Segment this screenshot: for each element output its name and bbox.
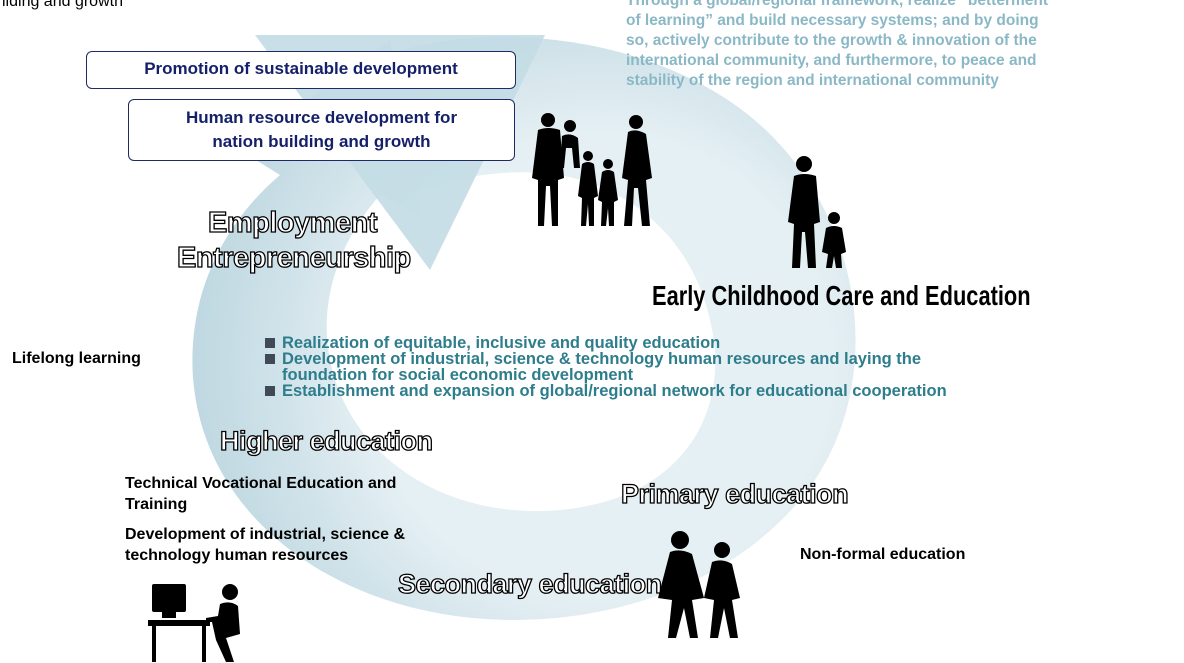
bullet-square-icon <box>265 386 275 396</box>
human-resource-box: Human resource development for nation bu… <box>128 99 515 161</box>
top-left-text: ilding and growth <box>2 0 422 12</box>
parent-child-silhouette-icon <box>788 156 846 268</box>
bullet-square-icon <box>265 338 275 348</box>
vision-line: so, actively contribute to the growth & … <box>626 32 1037 49</box>
goals-list: Realization of equitable, inclusive and … <box>265 335 1125 399</box>
industrial-line: technology human resources <box>125 547 349 564</box>
stage-higher-education: Higher education <box>219 425 433 456</box>
industrial-line: Development of industrial, science & <box>125 526 406 543</box>
computer-user-silhouette-icon <box>148 584 240 662</box>
vision-line: of learning” and build necessary systems… <box>626 12 1039 29</box>
goal-item: Realization of equitable, inclusive and … <box>265 335 1125 351</box>
sustainable-development-box: Promotion of sustainable development <box>86 51 516 89</box>
stage-primary-education: Primary education <box>620 478 849 509</box>
bullet-square-icon <box>265 354 275 364</box>
industrial-label: Development of industrial, science & tec… <box>125 524 505 566</box>
goal-item: Establishment and expansion of global/re… <box>265 383 1125 399</box>
goal-text: Establishment and expansion of global/re… <box>282 382 947 400</box>
goal-text: Development of industrial, science & tec… <box>282 350 922 368</box>
cycle-arrow-ring <box>192 37 856 621</box>
top-left-line: ilding and growth <box>2 0 123 10</box>
stage-entrepreneurship: Entrepreneurship <box>176 241 412 274</box>
tvet-line: Technical Vocational Education and <box>125 475 397 492</box>
vision-line: international community, and furthermore… <box>626 52 1037 69</box>
stage-employment: Employment <box>207 206 378 239</box>
goal-text: Realization of equitable, inclusive and … <box>282 334 721 352</box>
non-formal-education-label: Non-formal education <box>800 546 966 563</box>
vision-line: Through a global/regional framework, rea… <box>626 0 1049 9</box>
human-resource-line: Human resource development for <box>185 108 458 127</box>
family-silhouette-icon <box>532 113 652 226</box>
tvet-line: Training <box>125 496 188 513</box>
human-resource-line: nation building and growth <box>212 132 431 151</box>
lifelong-learning-label: Lifelong learning <box>12 350 141 367</box>
vision-statement: Through a global/regional framework, rea… <box>626 0 1166 91</box>
sustainable-development-label: Promotion of sustainable development <box>144 59 458 78</box>
vision-line: stability of the region and internationa… <box>626 72 999 89</box>
children-walking-silhouette-icon <box>658 531 740 638</box>
stage-secondary-education: Secondary education <box>397 568 662 599</box>
goal-text: foundation for social economic developme… <box>282 366 634 384</box>
tvet-label: Technical Vocational Education and Train… <box>125 473 505 515</box>
stage-early-childhood: Early Childhood Care and Education <box>652 280 1031 311</box>
goal-item: Development of industrial, science & tec… <box>265 351 1125 383</box>
